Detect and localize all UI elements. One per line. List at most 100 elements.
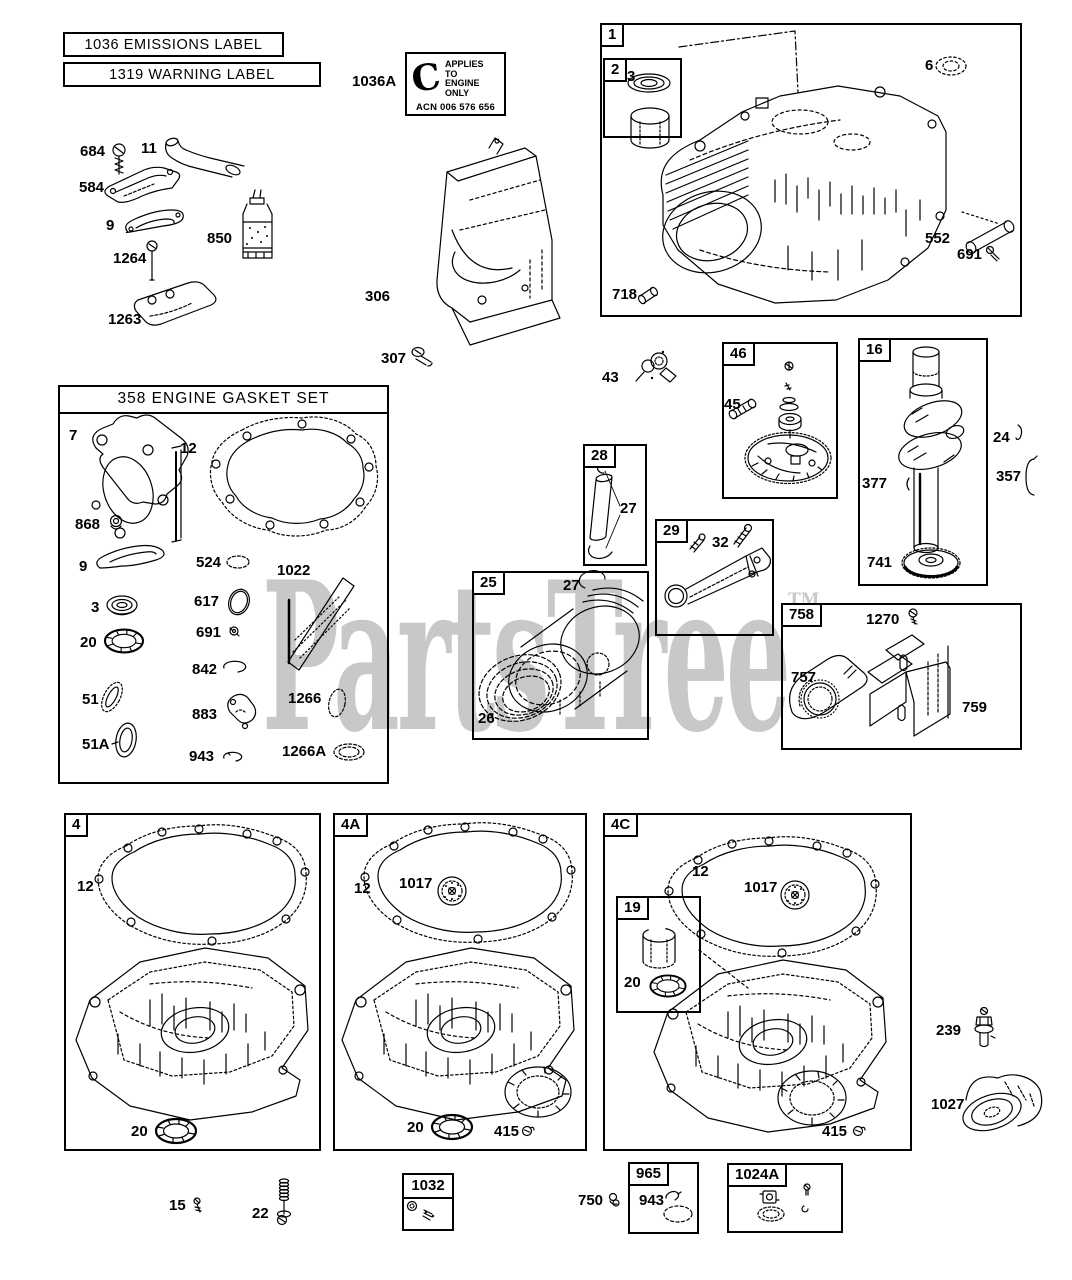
group-box-46-label: 46: [722, 342, 755, 366]
group-box-1024a-label: 1024A: [727, 1163, 788, 1187]
group-box-4c-label: 4C: [603, 813, 639, 837]
part-callout-415-4a: 415: [494, 1123, 520, 1140]
part-callout-12-4c: 12: [692, 863, 709, 880]
part-callout-750: 750: [578, 1192, 604, 1209]
gasket-9-gs-drawing: [96, 544, 165, 569]
connecting-rod-29-drawing: [664, 523, 771, 608]
drain-239-drawing: [974, 1006, 996, 1048]
group-box-1: 1: [600, 23, 1022, 317]
part-callout-51: 51: [82, 691, 99, 708]
part-callout-1264: 1264: [113, 250, 147, 267]
oring-1266-drawing: [328, 688, 346, 718]
clip-1032-drawing: [406, 1200, 435, 1221]
group-box-19: 19: [616, 896, 701, 1013]
logo-line-3: ENGINE: [445, 78, 480, 88]
emissions-label-text: 1036 EMISSIONS LABEL: [84, 36, 263, 53]
gasket-51-drawing: [101, 681, 123, 713]
part-750-drawing: [608, 1192, 620, 1207]
part-callout-883: 883: [192, 706, 218, 723]
part-callout-943-gs: 943: [189, 748, 215, 765]
part-callout-691-gs: 691: [196, 624, 222, 641]
part-callout-1266a: 1266A: [282, 743, 327, 760]
group-box-4a: 4A: [333, 813, 587, 1151]
screw-1264-drawing: [146, 240, 158, 281]
breather-tube-11-drawing: [165, 137, 245, 178]
group-box-19-label: 19: [616, 896, 649, 920]
cylinder-assembly-drawing: [660, 85, 947, 304]
sheet-1022-drawing: [287, 577, 355, 671]
sump-gasket-12-gs-drawing: [209, 416, 379, 537]
part-callout-868: 868: [75, 516, 101, 533]
group-box-4c: 4C: [603, 813, 912, 1151]
part-callout-1027: 1027: [931, 1096, 965, 1113]
part-callout-51a: 51A: [82, 736, 110, 753]
group-box-25: 25: [472, 571, 649, 740]
part-callout-1270: 1270: [866, 611, 900, 628]
screw-15-drawing: [193, 1197, 202, 1213]
bracket-306-drawing: [436, 137, 561, 346]
group-box-28-label: 28: [583, 444, 616, 468]
part-callout-12-gs: 12: [180, 440, 197, 457]
part-callout-20-gs: 20: [80, 634, 97, 651]
part-callout-11: 11: [141, 140, 157, 157]
guard-757-drawing: [789, 654, 868, 720]
oring-1266a-drawing: [333, 743, 365, 761]
group-box-28: 28: [583, 444, 647, 566]
group-box-758: 758: [781, 603, 1022, 750]
watermark: PartsTree: [262, 538, 791, 778]
oring-524-drawing: [226, 555, 250, 569]
group-box-16-label: 16: [858, 338, 891, 362]
part-callout-27-ring: 27: [563, 577, 580, 594]
part-callout-1017-4a: 1017: [399, 875, 433, 892]
part-callout-26: 26: [478, 710, 495, 727]
part-callout-718: 718: [612, 286, 638, 303]
part-callout-7: 7: [69, 427, 78, 444]
screw-1270-drawing: [908, 608, 918, 625]
group-box-4-label: 4: [64, 813, 89, 837]
oil-filter-1027-drawing: [962, 1074, 1043, 1132]
fittings-1024a-drawing: [757, 1183, 811, 1222]
oring-943-965-drawing: [663, 1190, 693, 1223]
seal-3-gs-drawing: [106, 595, 138, 616]
group-box-1032-label: 1032: [404, 1175, 452, 1199]
cam-gear-46-drawing: [744, 361, 832, 485]
pin-552-drawing: [961, 211, 1015, 254]
part-callout-20-4: 20: [131, 1123, 148, 1140]
nut-691-gs-drawing: [229, 626, 240, 637]
screw-691-top-drawing: [985, 245, 1000, 262]
ctick-logo-box: C APPLIES TO ENGINE ONLY ACN 006 576 656: [405, 52, 506, 116]
crankshaft-16-drawing: [898, 346, 965, 579]
leader-19: [698, 949, 749, 989]
logo-line-1: APPLIES: [445, 59, 484, 69]
rod-bolts-32-drawing: [689, 523, 753, 553]
pto-boss-4a-drawing: [504, 1066, 572, 1118]
part-callout-27-pin: 27: [620, 500, 637, 517]
part-callout-617: 617: [194, 593, 220, 610]
pto-boss-4c-drawing: [777, 1070, 847, 1126]
gasket-set-title: 358 ENGINE GASKET SET: [60, 387, 387, 414]
part-callout-1036a: 1036A: [352, 73, 397, 90]
washer-6-drawing: [935, 56, 967, 76]
head-gasket-7-drawing: [91, 414, 189, 543]
part-callout-357: 357: [996, 468, 1022, 485]
part-callout-20-4a: 20: [407, 1119, 424, 1136]
emissions-label-box: 1036 EMISSIONS LABEL: [63, 32, 284, 57]
oring-943-gs-drawing: [223, 751, 243, 762]
part-callout-415-4c: 415: [822, 1123, 848, 1140]
governor-43-drawing: [635, 350, 677, 383]
part-callout-850: 850: [207, 230, 233, 247]
bracket-759-drawing: [867, 634, 951, 737]
pin-45-drawing: [728, 398, 757, 420]
part-callout-1266: 1266: [288, 690, 322, 707]
group-box-965-label: 965: [628, 1162, 670, 1186]
gasket-9-top-drawing: [125, 209, 184, 234]
group-box-2: 2: [603, 58, 682, 138]
part-callout-306: 306: [365, 288, 391, 305]
bolt-22-drawing: [276, 1178, 292, 1226]
part-callout-239: 239: [936, 1022, 962, 1039]
key-24-drawing: [1015, 424, 1023, 441]
screw-684-drawing: [112, 143, 126, 175]
breather-cover-584-drawing: [104, 166, 181, 203]
group-box-29: 29: [655, 519, 774, 636]
